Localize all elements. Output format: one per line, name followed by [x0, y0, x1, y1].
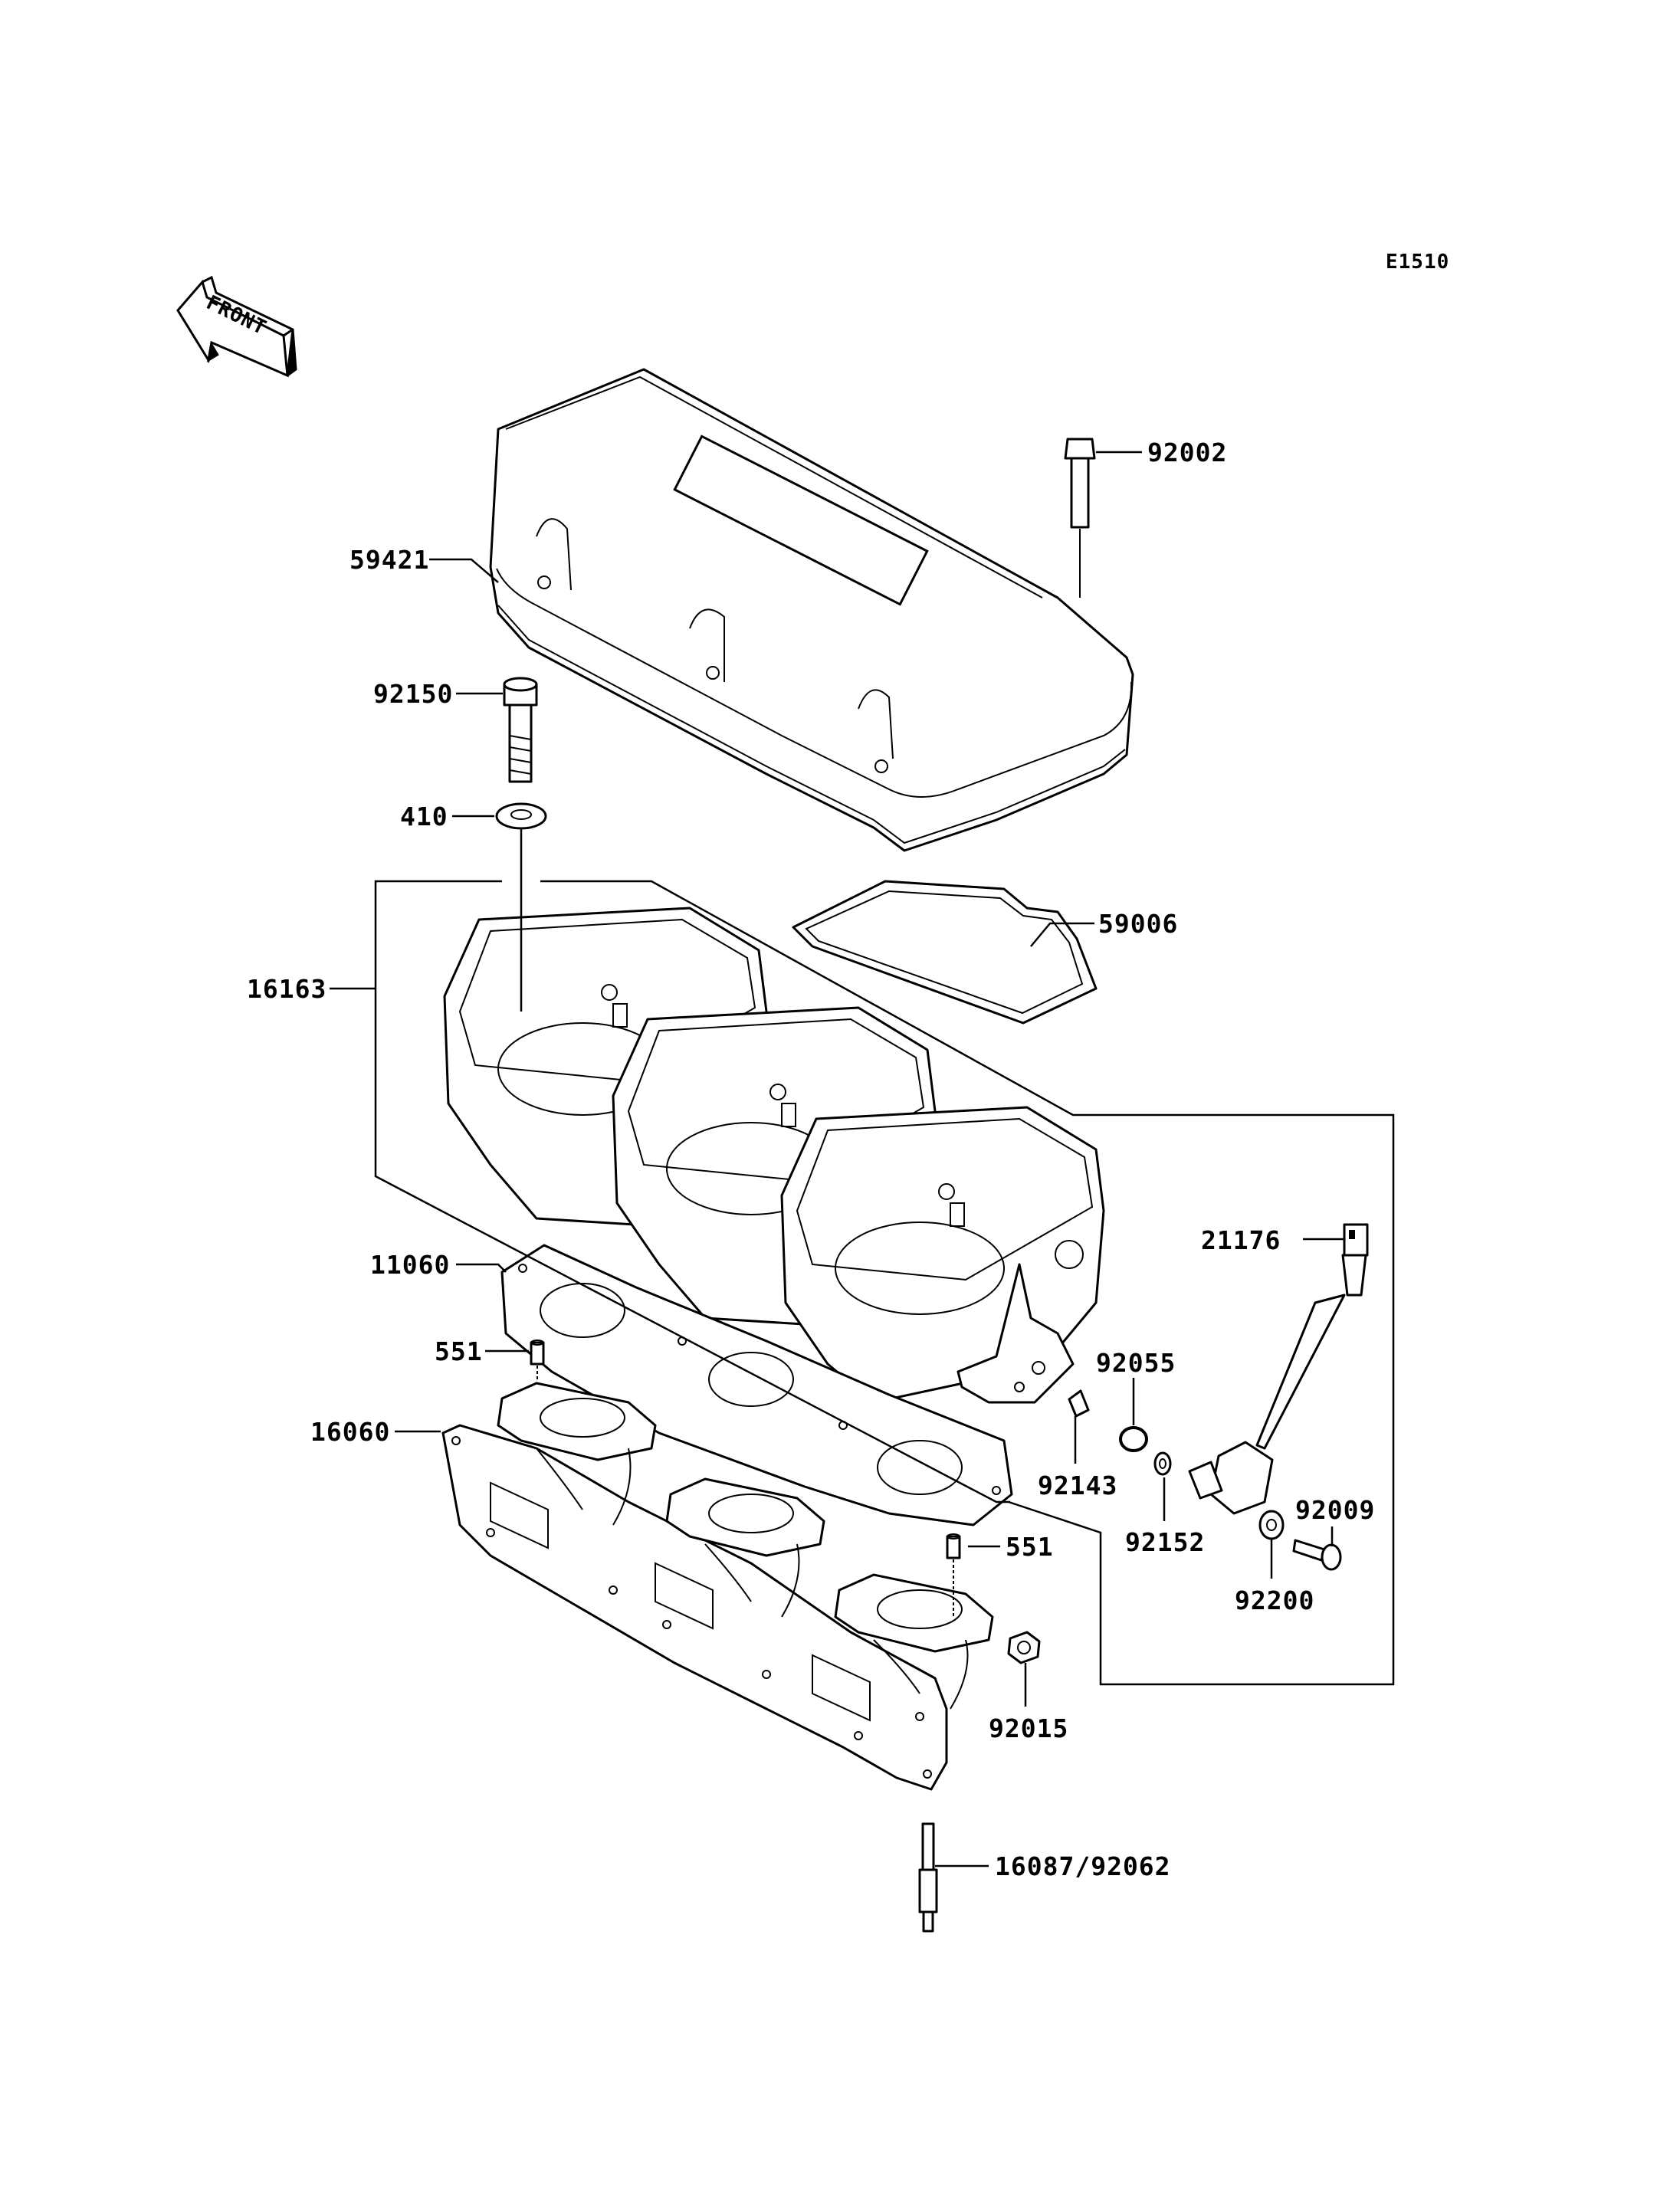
leader-lines: [330, 451, 1344, 1867]
part-label-21176: 21176: [1201, 1225, 1281, 1255]
part-label-59421: 59421: [349, 545, 429, 575]
part-label-92002: 92002: [1147, 438, 1227, 467]
washer-410-icon: [495, 802, 547, 830]
part-label-551-top: 551: [435, 1336, 483, 1366]
nut-92015-icon: [1007, 1631, 1041, 1664]
part-label-92055: 92055: [1096, 1348, 1176, 1378]
part-label-16087-92062: 16087/92062: [995, 1851, 1171, 1881]
diagram-code: E1510: [1386, 251, 1449, 274]
part-label-551-bottom: 551: [1006, 1532, 1054, 1562]
washer-92152-icon: [1153, 1451, 1172, 1476]
dowel-551-bottom-icon: [946, 1533, 961, 1617]
o-ring-92055-icon: [1119, 1426, 1148, 1452]
part-labels: 92002 59421 92150 410 59006 16163 21176 …: [247, 438, 1375, 1881]
gasket-59006: [792, 880, 1098, 1025]
part-label-59006: 59006: [1098, 909, 1178, 939]
stud-16087-icon: [918, 1822, 938, 1933]
part-label-92143: 92143: [1038, 1471, 1117, 1500]
part-label-16060: 16060: [310, 1417, 390, 1447]
part-label-11060: 11060: [370, 1250, 450, 1280]
part-label-92015: 92015: [989, 1713, 1068, 1743]
group-bracket-lines: [374, 880, 1395, 1686]
dowel-551-top-icon: [530, 1340, 545, 1379]
bolt-92009-icon: [1292, 1539, 1342, 1571]
gasket-11060: [500, 1244, 1013, 1526]
part-label-92009: 92009: [1295, 1495, 1375, 1525]
clip-92143-icon: [1068, 1389, 1090, 1418]
washer-92200-icon: [1258, 1510, 1285, 1540]
front-arrow-icon: FRONT: [176, 275, 297, 378]
bolt-92150-icon: [503, 677, 538, 783]
cover-59421: [489, 368, 1134, 852]
manifold-16060: [441, 1382, 994, 1791]
part-label-92200: 92200: [1235, 1585, 1314, 1615]
sensor-21176-icon: [1188, 1223, 1369, 1515]
part-label-92152: 92152: [1125, 1527, 1205, 1557]
bolt-92002-icon: [1064, 438, 1096, 598]
part-label-92150: 92150: [373, 679, 453, 709]
throttle-body-16163: [443, 907, 1105, 1404]
part-label-410: 410: [400, 802, 448, 831]
part-label-16163: 16163: [247, 974, 326, 1004]
